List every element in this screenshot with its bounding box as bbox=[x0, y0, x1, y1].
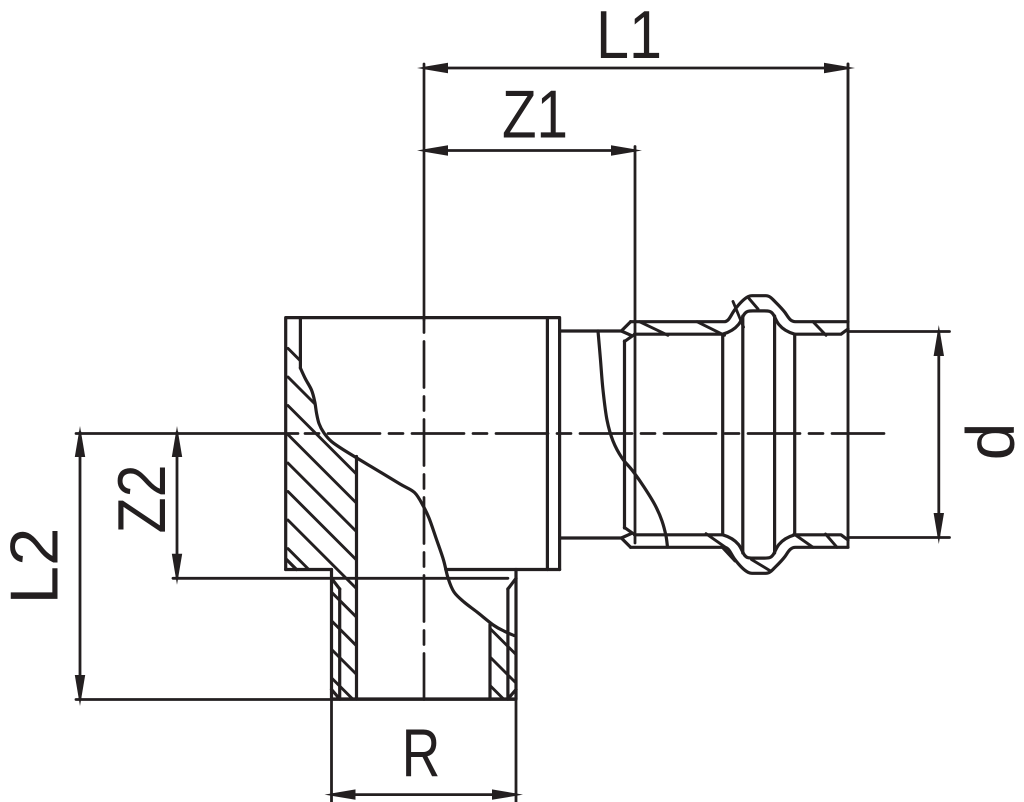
elbow-body bbox=[284, 316, 562, 638]
label-l2: L2 bbox=[0, 528, 73, 605]
arrowhead-right bbox=[492, 789, 523, 800]
pipe-stop-chamfer-top bbox=[622, 333, 635, 344]
arrowhead-top bbox=[171, 426, 183, 457]
wall-hatch-tick bbox=[638, 320, 670, 337]
wall-hatch-tick bbox=[731, 300, 745, 329]
dimensions bbox=[74, 62, 951, 802]
hatch-line bbox=[286, 490, 358, 562]
dimension-Z1 bbox=[417, 145, 642, 545]
centerlines bbox=[74, 62, 886, 701]
press-socket bbox=[558, 62, 850, 575]
arrowhead-left bbox=[324, 789, 356, 800]
dimension-L1 bbox=[417, 62, 855, 74]
leg-bottom-chamfer-left bbox=[329, 687, 342, 701]
wall-hatch-tick bbox=[747, 297, 760, 311]
arrowhead-left bbox=[417, 62, 448, 74]
leg-bottom-chamfer-right bbox=[506, 687, 518, 701]
hatch-line bbox=[286, 433, 358, 505]
hatch-line bbox=[330, 590, 358, 619]
arrowhead-left bbox=[417, 145, 448, 156]
socket-break-line bbox=[596, 329, 670, 549]
body-break-line bbox=[298, 366, 516, 638]
label-d: d bbox=[953, 423, 1024, 461]
arrowhead-bottom bbox=[74, 675, 86, 706]
pipe-stop-chamfer-bottom bbox=[622, 525, 635, 536]
hatch-line bbox=[286, 461, 358, 534]
hatch-line bbox=[286, 404, 358, 476]
wall-hatch-tick bbox=[720, 545, 737, 563]
label-r: R bbox=[402, 716, 441, 792]
hatch-line bbox=[330, 619, 358, 648]
section-hatching bbox=[286, 297, 839, 701]
arrowhead-bottom bbox=[171, 553, 183, 585]
body-outline bbox=[284, 316, 562, 572]
label-z2: Z2 bbox=[104, 465, 180, 534]
thread-runout-right bbox=[506, 576, 518, 591]
dimension-Z2 bbox=[171, 426, 183, 585]
wall-hatch-tick bbox=[824, 532, 839, 549]
wall-hatch-tick bbox=[704, 532, 727, 549]
sleeve-inner-bottom bbox=[632, 533, 850, 560]
wall-tip-top bbox=[619, 320, 633, 337]
hatch-line bbox=[330, 647, 358, 676]
body-bottom-left-chamfer bbox=[284, 557, 299, 572]
arrowhead-bottom bbox=[933, 513, 944, 544]
thread-runout-left bbox=[329, 576, 342, 591]
sleeve-inner-top bbox=[632, 309, 850, 336]
wall-hatch-tick bbox=[750, 558, 772, 573]
sleeve-outer-bottom bbox=[629, 545, 850, 575]
hatch-line bbox=[488, 684, 505, 701]
hatch-line bbox=[286, 547, 311, 571]
arrowhead-right bbox=[611, 145, 642, 156]
hatch-line bbox=[286, 346, 302, 363]
dimension-d bbox=[847, 325, 951, 544]
hatch-line bbox=[488, 655, 518, 685]
wall-hatch-tick bbox=[792, 532, 815, 549]
label-z1: Z1 bbox=[502, 77, 568, 153]
hatch-line bbox=[488, 627, 518, 656]
arrowhead-right bbox=[824, 62, 855, 74]
label-l1: L1 bbox=[596, 0, 662, 73]
hatch-line bbox=[330, 676, 355, 701]
wall-tip-bottom bbox=[619, 532, 633, 549]
sleeve-outer-top bbox=[629, 294, 850, 324]
arrowhead-top bbox=[74, 426, 86, 457]
hatch-line bbox=[286, 518, 358, 591]
arrowhead-top bbox=[933, 325, 944, 356]
dimension-L2 bbox=[74, 426, 86, 706]
hatch-line bbox=[286, 375, 317, 406]
wall-hatch-tick bbox=[811, 320, 828, 337]
wall-hatch-tick bbox=[695, 320, 726, 337]
dimension-R bbox=[324, 698, 523, 802]
